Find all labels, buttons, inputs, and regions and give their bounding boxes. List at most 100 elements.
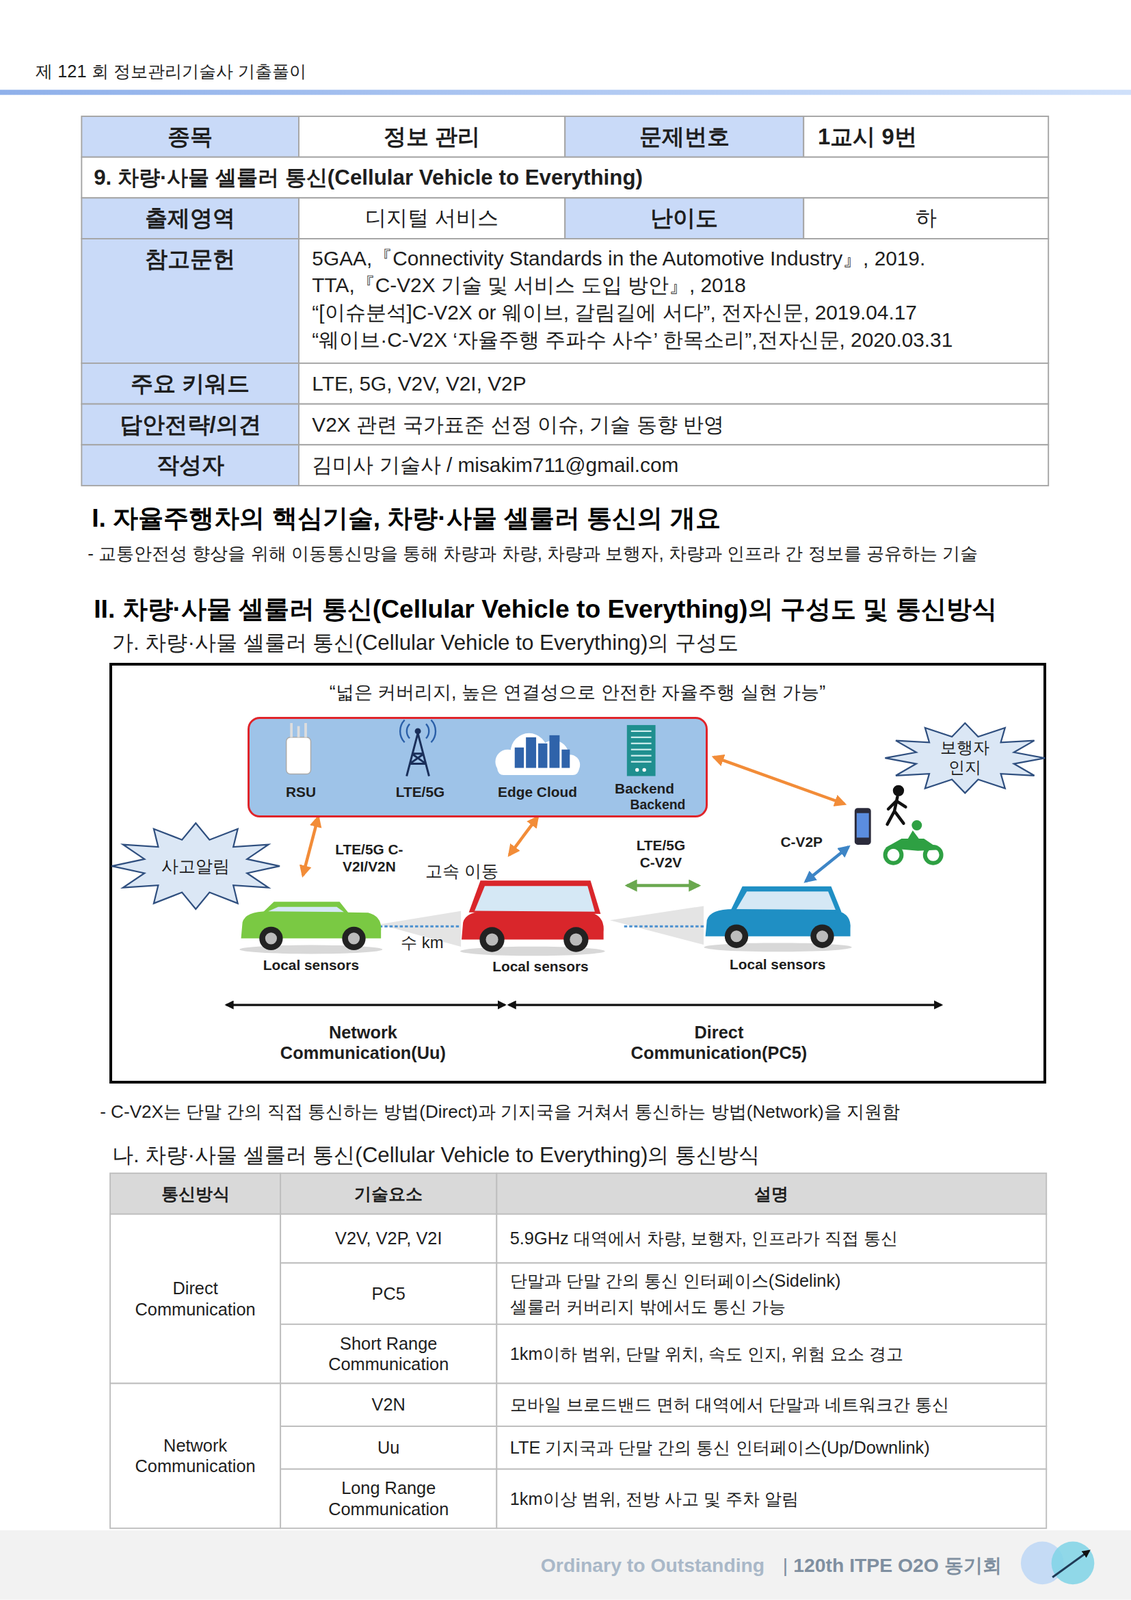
footer-text-box: | [776, 1548, 794, 1581]
table-cell-bg [280, 1323, 497, 1384]
table-cell-bg [564, 197, 804, 239]
table-cell-bg [110, 1382, 281, 1528]
table-cell: 모바일 브로드밴드 면허 대역에서 단말과 네트워크간 통신 [510, 1393, 950, 1415]
node-text-box: RSU [270, 782, 331, 801]
table-cell-box: Long Range Communication [280, 1468, 497, 1529]
table-cell-bg [496, 1468, 1047, 1529]
node-text: Local sensors [729, 955, 826, 973]
table-header-cell: 기술요소 [354, 1182, 423, 1204]
table-cell-box: 하 [803, 197, 1049, 239]
range-arrow [226, 1003, 505, 1006]
table-cell-box: 9. 차량·사물 셀룰러 통신(Cellular Vehicle to Ever… [81, 157, 1049, 199]
page-header-box: 제 121 회 정보관리기술사 기출풀이 [35, 57, 464, 87]
node-text: 사고알림 [161, 855, 230, 876]
page-header: 제 121 회 정보관리기술사 기출풀이 [35, 60, 306, 82]
table-cell-bg [298, 444, 1049, 486]
table-cell: Network Communication [129, 1434, 262, 1477]
table-cell-bg [280, 1468, 497, 1529]
diagram-label-box: Direct Communication(PC5) [606, 1015, 831, 1069]
table-cell: Long Range Communication [311, 1477, 465, 1519]
section-heading-box: I. 자율주행차의 핵심기술, 차량·사물 셀룰러 통신의 개요 [91, 499, 1092, 537]
node-text-box: Local sensors [234, 954, 388, 976]
section-heading: I. 자율주행차의 핵심기술, 차량·사물 셀룰러 통신의 개요 [91, 502, 721, 534]
table-header-cell: 정보 관리 [383, 123, 481, 150]
table-cell-bg [803, 116, 1049, 158]
table-header-cell: 난이도 [650, 204, 718, 232]
table-header-cell-box: 작성자 [81, 444, 299, 486]
table-cell-box: Direct Communication [110, 1213, 281, 1384]
table-cell-box: 5GAA,『Connectivity Standards in the Auto… [298, 244, 1049, 273]
table-cell-bg [81, 197, 299, 239]
table-cell-bg [298, 116, 565, 158]
table-cell: 셀룰러 커버리지 밖에서도 통신 가능 [510, 1295, 786, 1317]
table-cell-bg [496, 1172, 1047, 1214]
table-header-cell-box: 답안전략/의견 [81, 404, 299, 446]
diagram-frame: “넓은 커버리지, 높은 연결성으로 안전한 자율주행 실현 가능”RSULTE… [109, 662, 1047, 1083]
motorcycle-icon [885, 819, 942, 863]
table-header-cell-box: 주요 키워드 [81, 363, 299, 405]
footer-text: 120th ITPE O2O 동기회 [793, 1552, 1002, 1577]
node-text: Backend [614, 779, 675, 797]
edge-label-box: LTE/5G C-V2V [626, 830, 696, 878]
table-cell-bg [496, 1323, 1047, 1384]
table-cell-box: 김미사 기술사 / misakim711@gmail.com [298, 444, 1049, 486]
body-text-box: - 교통안전성 향상을 위해 이동통신망을 통해 차량과 차량, 차량과 보행자… [87, 539, 1118, 569]
footer-band [0, 1529, 1131, 1599]
table-cell: V2V, V2P, V2I [335, 1227, 442, 1248]
table-cell-box: V2N [280, 1382, 497, 1426]
footer-text-box: Ordinary to Outstanding [528, 1548, 778, 1581]
table-cell-bg [280, 1172, 497, 1214]
node-text: Backend [630, 796, 686, 813]
footer-text: | [782, 1552, 788, 1577]
table-cell-bg [280, 1425, 497, 1469]
section-heading: II. 차량·사물 셀룰러 통신(Cellular Vehicle to Eve… [93, 593, 997, 625]
table-cell: 1km이하 범위, 단말 위치, 속도 인지, 위험 요소 경고 [510, 1342, 904, 1364]
table-header-cell-box: 통신방식 [110, 1172, 281, 1214]
table-cell: 디지털 서비스 [365, 205, 499, 232]
table-cell-box: LTE 기지국과 단말 간의 통신 인터페이스(Up/Downlink) [496, 1425, 1047, 1469]
footer-logo [1020, 1541, 1095, 1585]
table-cell: 9. 차량·사물 셀룰러 통신(Cellular Vehicle to Ever… [93, 164, 643, 191]
table-header-cell: 주요 키워드 [130, 369, 250, 397]
node-text: Local sensors [263, 955, 359, 974]
table-cell-bg [496, 1262, 1047, 1324]
table-cell-box: V2X 관련 국가표준 선정 이슈, 기술 동향 반영 [298, 404, 1049, 446]
table-cell: 1교시 9번 [817, 123, 917, 150]
table-cell: 1km이상 범위, 전방 사고 및 주차 알림 [510, 1487, 799, 1509]
table-cell-box: 5.9GHz 대역에서 차량, 보행자, 인프라가 직접 통신 [496, 1213, 1047, 1263]
table-cell-bg [81, 363, 299, 405]
table-header-cell: 종목 [167, 123, 213, 150]
table-cell-box: 셀룰러 커버리지 밖에서도 통신 가능 [496, 1293, 1047, 1319]
table-header-cell-box: 정보 관리 [298, 116, 565, 158]
vehicle: Local sensors [698, 854, 857, 978]
vehicle: Local sensors [234, 875, 388, 978]
footer-text-box: 120th ITPE O2O 동기회 [793, 1548, 1018, 1581]
node-text-box: “넓은 커버리지, 높은 연결성으로 안전한 자율주행 실현 가능” [112, 675, 1044, 709]
table-header-cell-box: 기술요소 [280, 1172, 497, 1214]
table-cell-bg [280, 1262, 497, 1324]
table-cell-bg [298, 238, 1049, 364]
infra-box: RSULTE/5GEdge CloudBackendBackend [247, 716, 708, 817]
table-cell-box: TTA,『C-V2X 기술 및 서비스 도입 방안』, 2018 [298, 271, 1049, 299]
table-cell: PC5 [371, 1282, 406, 1304]
table-cell-bg [803, 197, 1049, 239]
diagram-label-box: 고속 이동 [421, 858, 502, 884]
node-text: Local sensors [492, 957, 589, 975]
footer-text: Ordinary to Outstanding [540, 1552, 765, 1577]
table-cell-bg [298, 197, 565, 239]
vehicle: Local sensors [454, 854, 628, 978]
table-cell-bg [81, 444, 299, 486]
body-text-box: - C-V2X는 단말 간의 직접 통신하는 방법(Direct)과 기지국을 … [99, 1097, 1120, 1127]
diagram-label: 고속 이동 [425, 860, 499, 881]
table-cell-bg [280, 1213, 497, 1263]
table-cell: 하 [915, 205, 937, 232]
table-cell-bg [496, 1213, 1047, 1263]
diagram-label-box: C-V2P [774, 831, 829, 853]
table-cell-box: Network Communication [110, 1382, 281, 1528]
table-header-cell: 설명 [754, 1182, 789, 1204]
diagram-label-box: Network Communication(Uu) [250, 1015, 476, 1069]
table-cell: “웨이브·C-V2X ‘자율주행 주파수 사수’ 한목소리”,전자신문, 202… [311, 327, 953, 353]
table-header-cell-box: 종목 [81, 116, 299, 158]
table-cell-bg [81, 238, 299, 364]
table-cell-box: Short Range Communication [280, 1323, 497, 1384]
